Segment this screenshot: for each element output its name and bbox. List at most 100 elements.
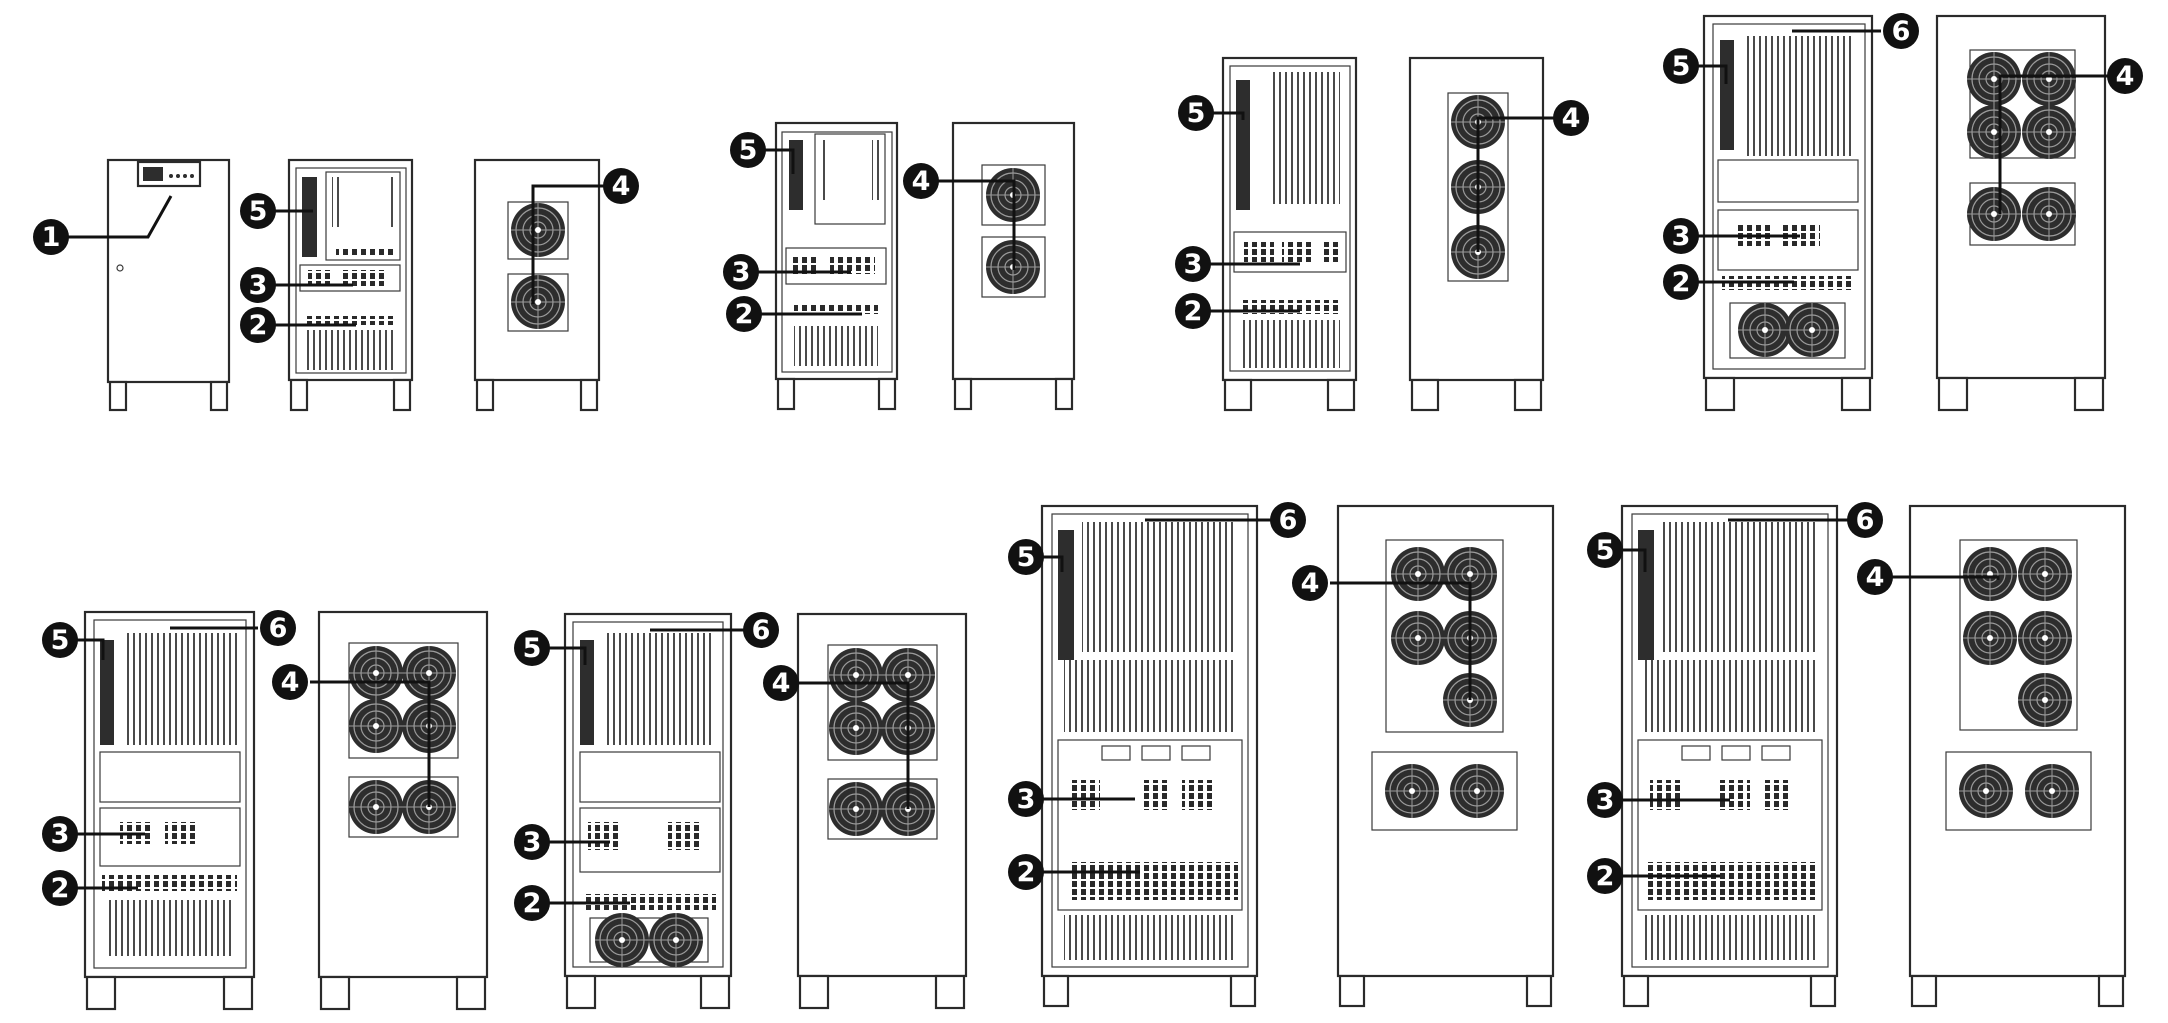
fan-icon — [1966, 186, 2022, 242]
callout-2: 2 — [1663, 264, 1699, 300]
callout-4: 4 — [763, 665, 799, 701]
callout-3: 3 — [240, 267, 276, 303]
callout-3: 3 — [1587, 782, 1623, 818]
svg-text:6: 6 — [1892, 16, 1911, 47]
unit-2 — [741, 121, 1076, 411]
callout-1: 1 — [33, 219, 69, 255]
cabinet-rear-view — [563, 612, 733, 1010]
fan-icon — [1390, 546, 1446, 602]
callout-4: 4 — [2107, 58, 2143, 94]
svg-text:6: 6 — [269, 613, 288, 644]
cabinet-fan-view — [317, 610, 489, 1011]
callout-3: 3 — [514, 824, 550, 860]
fan-icon — [648, 912, 704, 968]
cabinet-fan-view — [473, 158, 601, 412]
svg-text:3: 3 — [732, 257, 751, 288]
callout-3: 3 — [1008, 781, 1044, 817]
control-board — [302, 177, 317, 257]
fan-icon — [2017, 546, 2073, 602]
fan-icon — [1966, 51, 2022, 107]
svg-text:5: 5 — [51, 625, 70, 656]
svg-text:4: 4 — [912, 166, 931, 197]
svg-text:2: 2 — [1596, 861, 1615, 892]
fan-icon — [348, 779, 404, 835]
fan-icon — [828, 700, 884, 756]
cabinet-fan-view — [1336, 504, 1555, 1008]
svg-text:2: 2 — [735, 299, 754, 330]
svg-text:2: 2 — [1672, 267, 1691, 298]
fan-icon — [510, 274, 566, 330]
fan-icon — [2021, 104, 2077, 160]
callout-5: 5 — [1008, 539, 1044, 575]
fan-icon — [828, 647, 884, 703]
fan-icon — [1966, 104, 2022, 160]
fan-icon — [594, 912, 650, 968]
fan-icon — [2024, 763, 2080, 819]
svg-text:4: 4 — [772, 668, 791, 699]
fan-icon — [348, 645, 404, 701]
cabinet-front-view — [106, 158, 231, 412]
svg-text:2: 2 — [1184, 296, 1203, 327]
callout-5: 5 — [514, 630, 550, 666]
svg-text:3: 3 — [523, 827, 542, 858]
svg-text:2: 2 — [523, 888, 542, 919]
svg-text:5: 5 — [1017, 542, 1036, 573]
fan-icon — [1449, 763, 1505, 819]
fan-icon — [510, 202, 566, 258]
svg-text:5: 5 — [249, 196, 268, 227]
svg-text:5: 5 — [1187, 98, 1206, 129]
breaker-panel — [299, 264, 401, 292]
rear-grille — [1082, 522, 1237, 652]
svg-text:3: 3 — [1596, 785, 1615, 816]
callout-6: 6 — [743, 612, 779, 648]
callout-6: 6 — [1847, 502, 1883, 538]
svg-text:1: 1 — [42, 222, 61, 253]
door-lock — [116, 264, 124, 272]
unit-7 — [1026, 504, 1555, 1008]
callout-2: 2 — [1008, 854, 1044, 890]
fan-icon — [1784, 302, 1840, 358]
lcd-display — [143, 167, 163, 181]
rear-grille — [1662, 522, 1817, 652]
fan-icon — [1384, 763, 1440, 819]
fan-icon — [2021, 51, 2077, 107]
callout-3: 3 — [42, 816, 78, 852]
fan-icon — [1958, 763, 2014, 819]
svg-text:2: 2 — [249, 310, 268, 341]
callout-2: 2 — [42, 870, 78, 906]
callout-4: 4 — [1292, 565, 1328, 601]
cabinet-fan-view — [796, 612, 968, 1010]
rear-grille — [605, 633, 715, 745]
svg-text:4: 4 — [1866, 562, 1885, 593]
unit-6 — [532, 612, 968, 1010]
unit-8 — [1605, 504, 2127, 1008]
callout-5: 5 — [1587, 532, 1623, 568]
callout-3: 3 — [1175, 246, 1211, 282]
svg-text:5: 5 — [1596, 535, 1615, 566]
callout-3: 3 — [723, 254, 759, 290]
callout-5: 5 — [730, 132, 766, 168]
cabinet-rear-view — [83, 610, 256, 1011]
fan-icon — [1962, 610, 2018, 666]
callout-2: 2 — [1587, 858, 1623, 894]
cabinet-rear-view — [287, 158, 414, 412]
svg-text:2: 2 — [1017, 857, 1036, 888]
callout-5: 5 — [42, 622, 78, 658]
fan-icon — [1737, 302, 1793, 358]
callout-4: 4 — [1553, 100, 1589, 136]
cabinet-rear-view — [1040, 504, 1259, 1008]
fan-icon — [2021, 186, 2077, 242]
svg-text:3: 3 — [1017, 784, 1036, 815]
fan-icon — [1962, 546, 2018, 602]
svg-text:3: 3 — [1672, 221, 1691, 252]
svg-text:4: 4 — [1301, 568, 1320, 599]
svg-text:3: 3 — [249, 270, 268, 301]
svg-text:2: 2 — [51, 873, 70, 904]
fan-icon — [2017, 672, 2073, 728]
unit-1 — [51, 158, 621, 412]
callout-4: 4 — [272, 664, 308, 700]
svg-text:5: 5 — [739, 135, 758, 166]
callout-5: 5 — [1663, 48, 1699, 84]
callout-4: 4 — [1857, 559, 1893, 595]
svg-text:5: 5 — [523, 633, 542, 664]
